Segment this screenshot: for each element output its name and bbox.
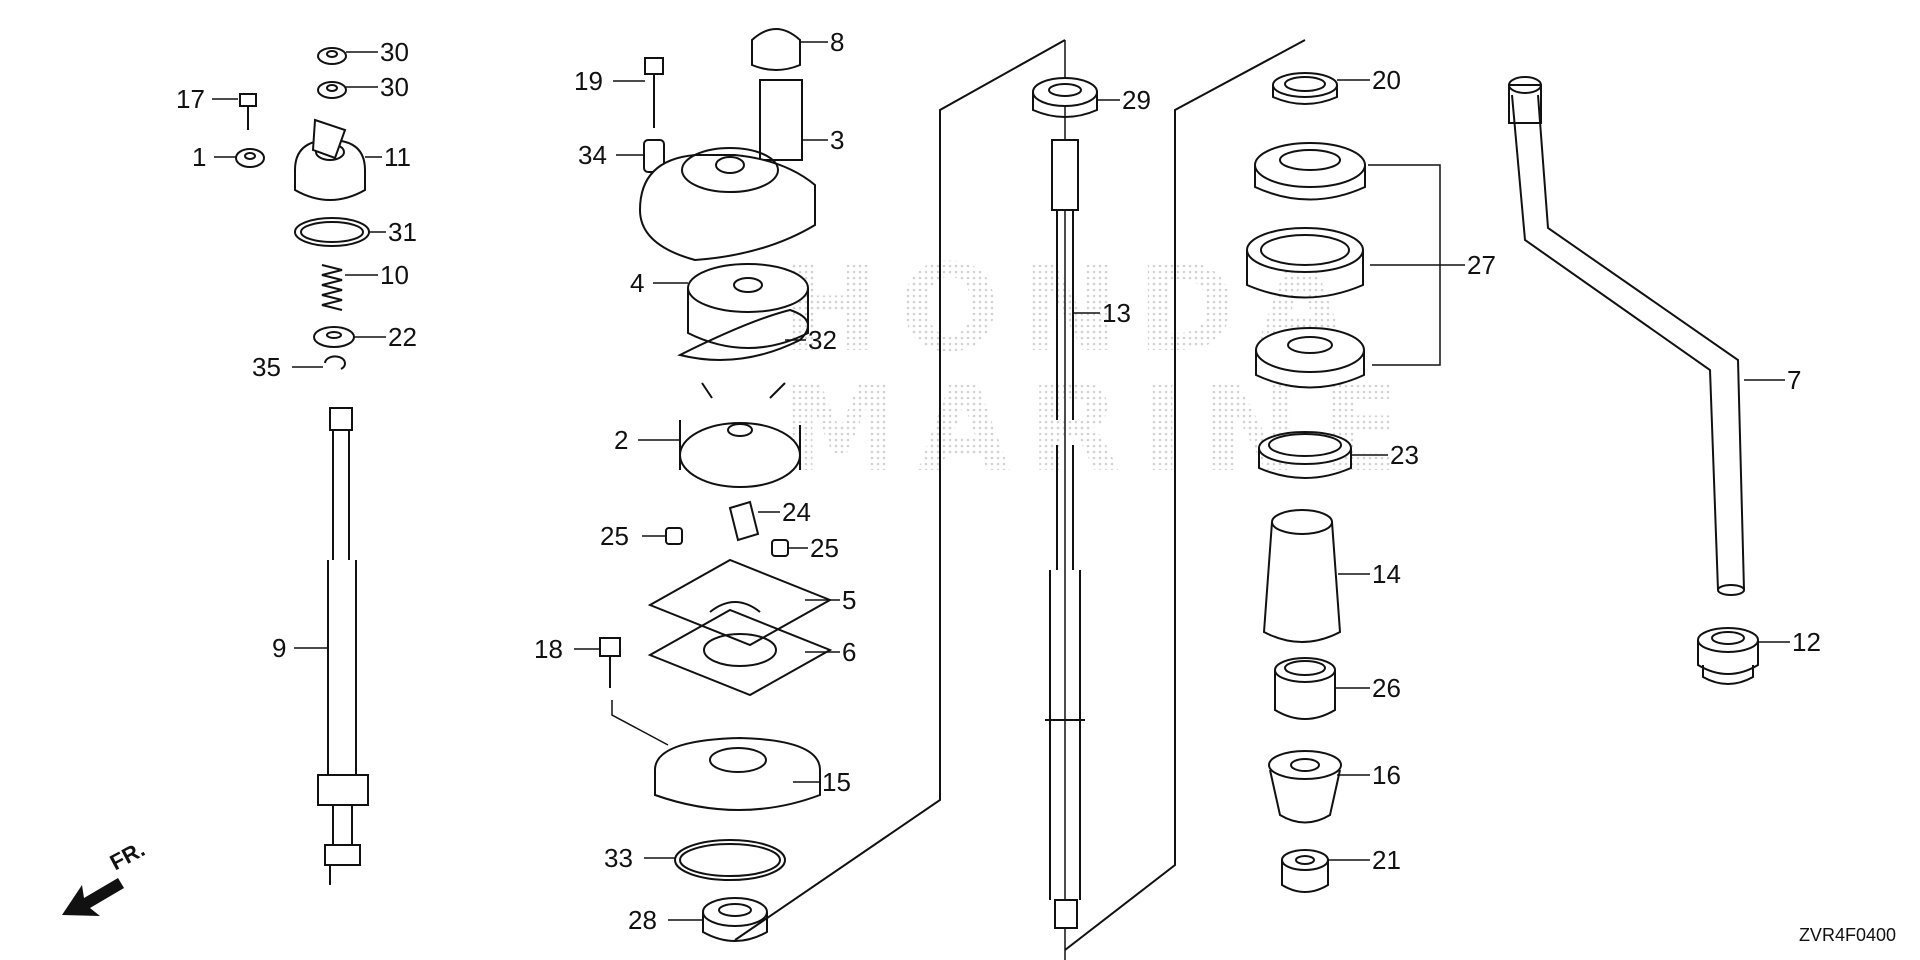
callout-5: 5 — [842, 585, 857, 615]
callout-4: 4 — [630, 268, 645, 298]
callout-18: 18 — [534, 634, 563, 664]
svg-text:HONDA: HONDA — [780, 240, 1365, 379]
callout-3: 3 — [830, 125, 845, 155]
callout-11: 11 — [384, 142, 411, 172]
callout-35: 35 — [252, 352, 281, 382]
callout-2: 2 — [614, 425, 629, 455]
callout-25-a: 25 — [600, 521, 629, 551]
callout-16: 16 — [1372, 760, 1401, 790]
callout-26: 26 — [1372, 673, 1401, 703]
callout-9: 9 — [272, 633, 287, 663]
callout-30-b: 30 — [380, 72, 409, 102]
callout-1: 1 — [192, 142, 207, 172]
callout-25-b: 25 — [810, 533, 839, 563]
callout-33: 33 — [604, 843, 633, 873]
callout-31: 31 — [388, 217, 417, 247]
front-direction-arrow — [62, 878, 124, 916]
callout-8: 8 — [830, 27, 845, 57]
callout-13: 13 — [1102, 298, 1131, 328]
callout-27: 27 — [1467, 250, 1496, 280]
bracket-frame-right — [1064, 39, 1306, 951]
callout-32: 32 — [808, 325, 837, 355]
callout-28: 28 — [628, 905, 657, 935]
callout-6: 6 — [842, 637, 857, 667]
callout-22: 22 — [388, 322, 417, 352]
callout-23: 23 — [1390, 440, 1419, 470]
callout-17: 17 — [176, 84, 205, 114]
callout-34: 34 — [578, 140, 607, 170]
callout-19: 19 — [574, 66, 603, 96]
callout-7: 7 — [1787, 365, 1802, 395]
callout-15: 15 — [822, 767, 851, 797]
callout-21: 21 — [1372, 845, 1401, 875]
callout-24: 24 — [782, 497, 811, 527]
bracket-frame-left — [734, 39, 1066, 941]
callout-14: 14 — [1372, 559, 1401, 589]
diagram-code: ZVR4F0400 — [1798, 925, 1896, 945]
watermark-logo: HONDA MARINE — [780, 240, 1420, 499]
callout-20: 20 — [1372, 65, 1401, 95]
callout-12: 12 — [1792, 627, 1821, 657]
svg-text:MARINE: MARINE — [780, 360, 1420, 499]
callout-10: 10 — [380, 260, 409, 290]
callout-29: 29 — [1122, 85, 1151, 115]
callout-30-a: 30 — [380, 37, 409, 67]
